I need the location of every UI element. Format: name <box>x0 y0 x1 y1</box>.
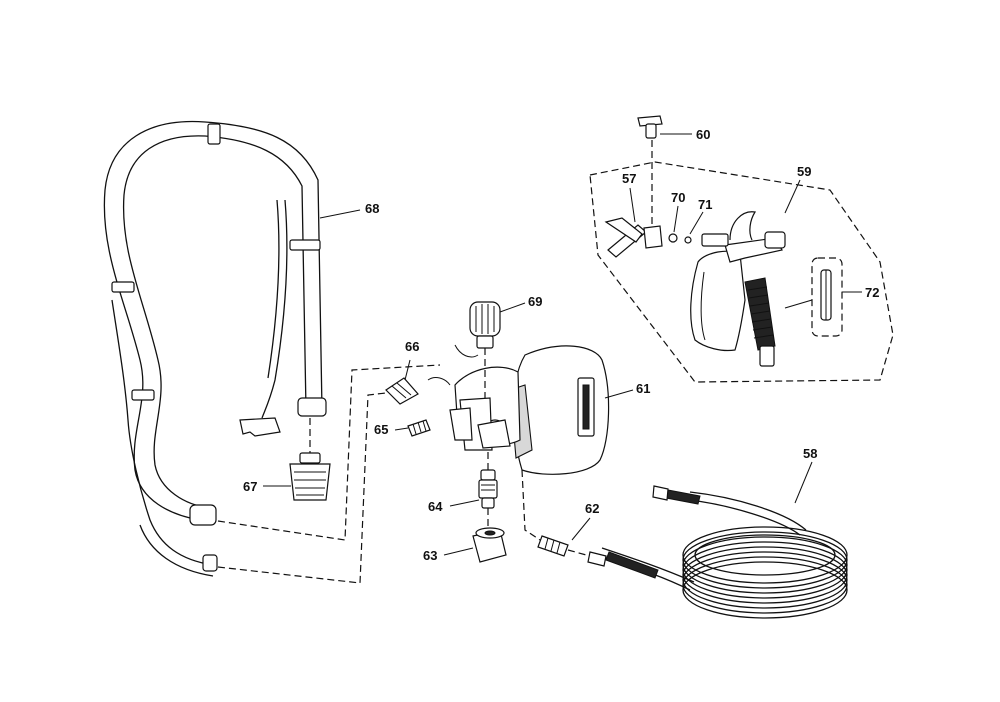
part-62-hose-fitting <box>521 469 591 557</box>
spray-gun <box>668 211 786 367</box>
label-68: 68 <box>365 201 379 216</box>
leader-66 <box>404 359 411 381</box>
label-57: 57 <box>622 171 636 186</box>
part-69-pressure-knob <box>454 301 501 398</box>
part-58-high-pressure-hose <box>587 485 848 619</box>
part-72-gun-filter <box>784 257 843 337</box>
label-69: 69 <box>528 294 542 309</box>
leader-61 <box>604 389 634 399</box>
part-67-inlet-strainer <box>289 418 331 501</box>
label-64: 64 <box>428 499 443 514</box>
label-63: 63 <box>423 548 437 563</box>
label-67: 67 <box>243 479 257 494</box>
label-58: 58 <box>803 446 817 461</box>
label-72: 72 <box>865 285 879 300</box>
leader-69 <box>499 302 526 313</box>
leader-71 <box>689 211 704 235</box>
part-59-spray-gun-group-outline <box>589 161 894 383</box>
part-61-pump-housing <box>449 345 610 475</box>
part-68-hose-assembly <box>103 120 327 577</box>
leader-70 <box>673 205 679 233</box>
label-62: 62 <box>585 501 599 516</box>
leader-63 <box>443 547 474 556</box>
leader-62 <box>571 517 591 541</box>
leader-64 <box>449 499 480 507</box>
label-70: 70 <box>671 190 685 205</box>
part-66-valve-fitting <box>385 377 451 405</box>
part-63-filter-housing <box>472 527 507 563</box>
leader-57 <box>629 187 636 223</box>
leader-58 <box>794 461 813 504</box>
label-65: 65 <box>374 422 388 437</box>
connection-line-return <box>217 391 396 584</box>
label-61: 61 <box>636 381 650 396</box>
leader-68 <box>319 209 361 219</box>
label-71: 71 <box>698 197 712 212</box>
connection-line-supply <box>217 364 441 541</box>
part-65-fitting <box>407 419 431 437</box>
leader-65 <box>394 427 409 431</box>
leader-59 <box>784 179 801 214</box>
label-66: 66 <box>405 339 419 354</box>
part-60-spray-tip <box>637 115 663 226</box>
part-64-outlet-fitting <box>478 452 498 528</box>
label-60: 60 <box>696 127 710 142</box>
label-59: 59 <box>797 164 811 179</box>
part-57-tip-guard <box>604 217 663 258</box>
